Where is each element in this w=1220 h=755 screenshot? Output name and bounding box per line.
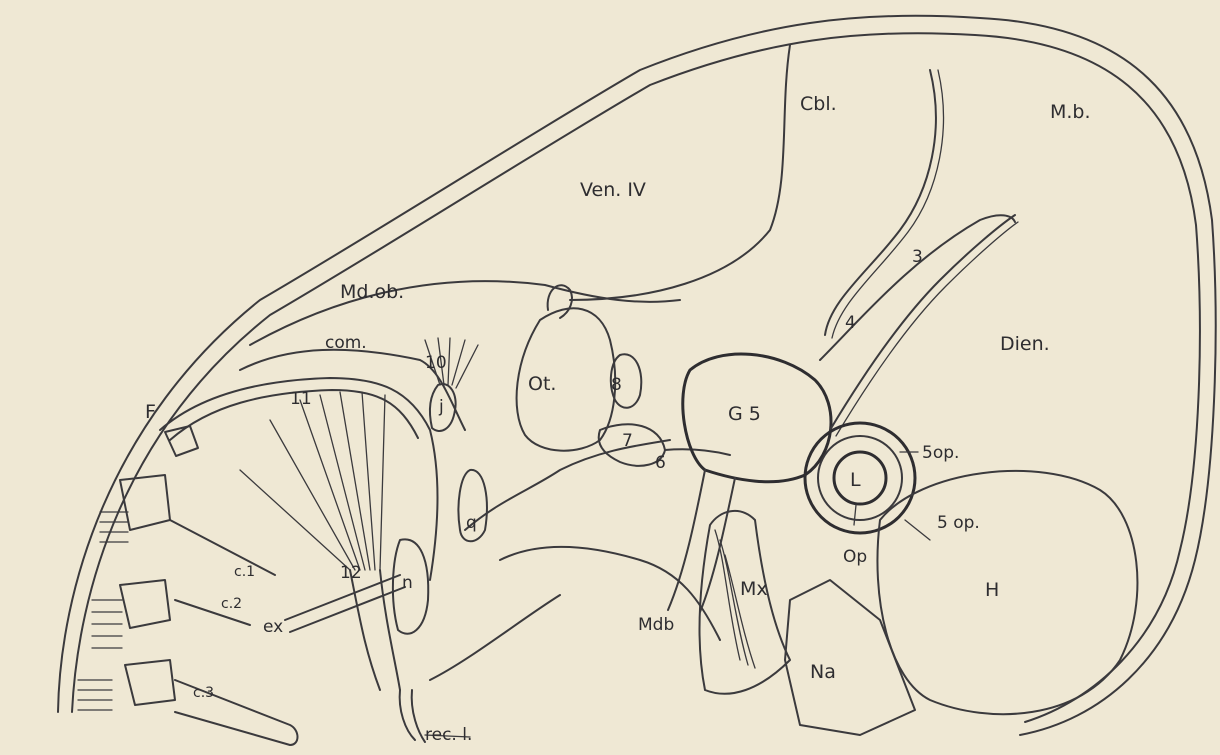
label-11: 11: [290, 389, 312, 409]
label-mdob: Md.ob.: [340, 281, 404, 303]
label-3: 3: [912, 247, 923, 267]
hemisphere: [877, 471, 1137, 714]
label-q: q: [466, 513, 477, 533]
label-4: 4: [845, 313, 856, 333]
label-recl: rec. l.: [425, 725, 472, 745]
midbrain-boundary-2: [832, 70, 943, 338]
label-5op-a: 5op.: [922, 443, 959, 463]
label-c1: c.1: [234, 564, 255, 580]
label-10: 10: [425, 353, 447, 373]
label-6: 6: [655, 453, 666, 473]
label-h: H: [985, 579, 999, 601]
label-com: com.: [325, 333, 367, 353]
label-7: 7: [622, 431, 633, 451]
label-n: n: [402, 573, 413, 593]
op-line: [854, 505, 856, 525]
label-mx: Mx: [740, 578, 768, 600]
long-nerve-lower: [500, 547, 720, 640]
label-8: 8: [611, 375, 622, 395]
mx-process: [700, 511, 790, 694]
label-na: Na: [810, 661, 836, 683]
cerebellum-boundary: [570, 45, 790, 300]
label-c3: c.3: [193, 685, 214, 701]
label-ven4: Ven. IV: [580, 179, 646, 201]
inner-wall: [72, 33, 1200, 722]
nerve-6: [665, 449, 730, 455]
label-5op-b: 5 op.: [937, 513, 980, 533]
5op-line-b: [905, 520, 930, 540]
midbrain-boundary: [825, 70, 936, 335]
label-l: L: [850, 469, 861, 491]
outer-wall: [58, 16, 1216, 735]
label-ot: Ot.: [528, 373, 556, 395]
label-mdb: Mdb: [638, 615, 674, 635]
label-mb: M.b.: [1050, 101, 1091, 123]
medulla-floor: [250, 281, 680, 345]
label-op: Op: [843, 547, 867, 567]
label-c2: c.2: [221, 596, 242, 612]
label-j: j: [438, 397, 444, 417]
label-cbl: Cbl.: [800, 93, 837, 115]
vertebral-segments: [78, 475, 175, 710]
label-12: 12: [340, 563, 362, 583]
lower-tract: [430, 595, 560, 680]
nerve-12-fan: [240, 392, 400, 690]
label-f: F: [145, 401, 156, 423]
c1-nerve: [170, 520, 275, 575]
rec-l-structure: [400, 690, 425, 742]
label-dien: Dien.: [1000, 333, 1050, 355]
label-ex: ex: [263, 617, 283, 637]
long-nerve-upper: [465, 440, 670, 530]
nerve-3-b: [836, 222, 1018, 436]
label-g5: G 5: [728, 403, 761, 425]
